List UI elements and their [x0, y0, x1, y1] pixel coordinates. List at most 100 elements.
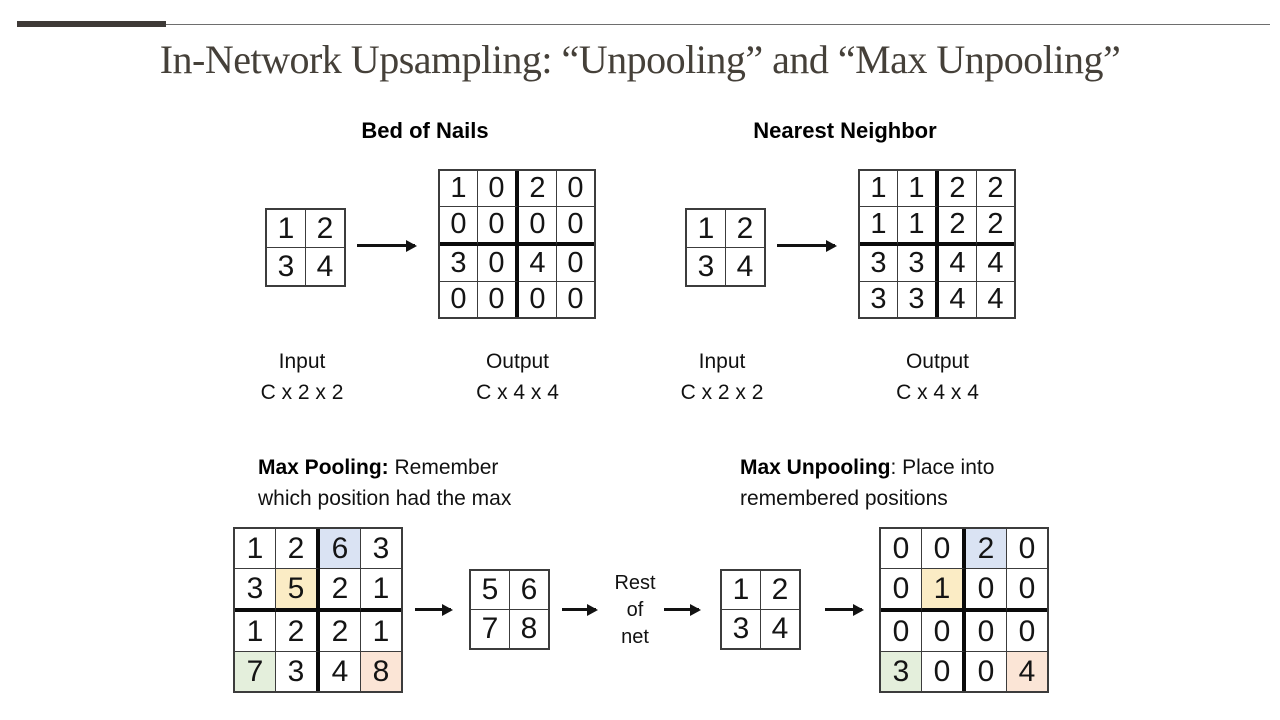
right-arrow-icon — [825, 608, 862, 611]
output-label: Output — [485, 350, 550, 373]
input-label: Input — [698, 350, 746, 373]
output-dims: C x 4 x 4 — [476, 381, 559, 404]
caption-line-2: remembered positions — [740, 487, 948, 510]
grid-cell: 3 — [860, 282, 898, 317]
nearest-neighbor-heading: Nearest Neighbor — [753, 118, 937, 143]
grid-cell: 2 — [320, 569, 361, 612]
grid-cell: 6 — [510, 571, 548, 610]
grid-cell: 1 — [361, 569, 401, 612]
grid-cell: 0 — [440, 207, 478, 246]
max-unpooling-caption: Max Unpooling: Place into remembered pos… — [740, 452, 1070, 514]
grid-cell: 5 — [471, 571, 510, 610]
grid-cell: 2 — [761, 571, 799, 610]
grid-cell: 1 — [687, 210, 726, 248]
caption-line-1: Max Unpooling: Place into — [740, 452, 1070, 483]
grid-cell: 2 — [726, 210, 764, 248]
grid-cell: 1 — [898, 171, 939, 207]
grid-cell: 6 — [320, 529, 361, 569]
grid-cell: 4 — [519, 246, 557, 282]
grid-cell: 4 — [1007, 652, 1047, 691]
grid-cell: 2 — [276, 612, 320, 652]
grid-cell: 0 — [557, 171, 594, 207]
slide-title: In-Network Upsampling: “Unpooling” and “… — [159, 37, 1121, 82]
max-pooling-caption: Max Pooling: Remember which position had… — [258, 452, 578, 514]
grid-cell: 2 — [276, 529, 320, 569]
right-arrow-icon — [562, 608, 596, 611]
grid-cell: 0 — [966, 612, 1007, 652]
grid-cell: 3 — [276, 652, 320, 691]
grid-cell: 3 — [722, 610, 761, 648]
grid-cell: 3 — [361, 529, 401, 569]
max-unpooling-label: Max Unpooling — [740, 456, 891, 479]
grid-cell: 1 — [898, 207, 939, 246]
grid-cell: 0 — [1007, 612, 1047, 652]
grid-cell: 0 — [478, 207, 519, 246]
grid-cell: 3 — [267, 248, 306, 285]
grid-cell: 5 — [276, 569, 320, 612]
grid-cell: 1 — [361, 612, 401, 652]
top-divider-line — [166, 24, 1270, 25]
top-accent-bar — [17, 21, 166, 27]
grid-cell: 0 — [881, 612, 922, 652]
grid-cell: 0 — [519, 282, 557, 317]
grid-cell: 0 — [922, 652, 966, 691]
grid-cell: 2 — [977, 171, 1014, 207]
grid-cell: 1 — [267, 210, 306, 248]
grid-cell: 8 — [361, 652, 401, 691]
nearest-neighbor-input-label: Input C x 2 x 2 — [667, 346, 777, 408]
grid-cell: 1 — [235, 529, 276, 569]
grid-cell: 2 — [977, 207, 1014, 246]
grid-cell: 4 — [736, 249, 754, 283]
input-label: Input — [278, 350, 326, 373]
right-arrow-icon — [777, 244, 835, 247]
grid-cell: 4 — [320, 652, 361, 691]
grid-cell: 0 — [478, 246, 519, 282]
grid-cell: 1 — [722, 571, 761, 610]
input-dims: C x 2 x 2 — [260, 381, 344, 404]
grid-cell: 7 — [471, 610, 510, 648]
grid-cell: 1 — [860, 207, 898, 246]
grid-cell: 4 — [939, 282, 977, 317]
grid-cell: 8 — [520, 612, 538, 645]
grid-cell: 2 — [966, 529, 1007, 569]
rest-of-net-label: Rest of net — [614, 572, 656, 648]
grid-cell: 3 — [881, 652, 922, 691]
grid-cell: 3 — [235, 569, 276, 612]
grid-cell: 0 — [881, 529, 922, 569]
grid-cell: 0 — [1007, 569, 1047, 612]
grid-cell: 1 — [860, 171, 898, 207]
output-label: Output — [905, 350, 970, 373]
grid-cell: 3 — [898, 246, 939, 282]
right-arrow-icon — [357, 244, 415, 247]
grid-cell: 4 — [939, 246, 977, 282]
grid-cell: 2 — [939, 207, 977, 246]
grid-cell: 1 — [235, 612, 276, 652]
max-pooling-label: Max Pooling: — [258, 456, 389, 479]
caption-line-2: which position had the max — [258, 487, 512, 510]
caption-text: Remember — [388, 456, 499, 479]
grid-cell: 2 — [519, 171, 557, 207]
grid-cell: 3 — [687, 248, 726, 285]
grid-cell: 3 — [898, 282, 939, 317]
